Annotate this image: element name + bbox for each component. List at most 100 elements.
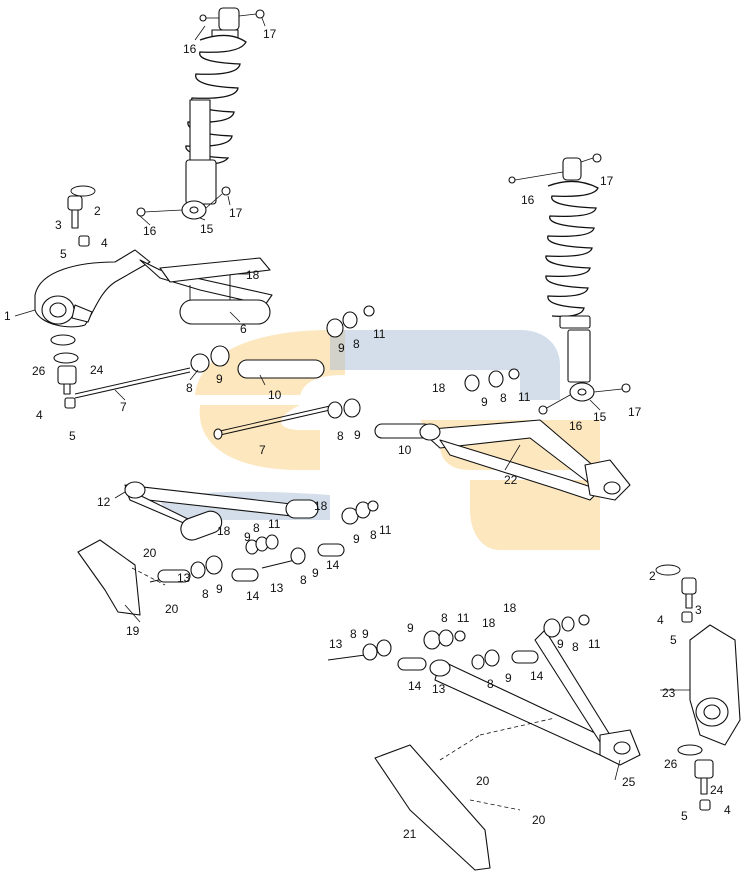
callout-20c: 20	[476, 774, 490, 788]
callout-24a: 24	[90, 363, 104, 377]
callout-17d: 17	[628, 405, 642, 419]
callout-8k: 8	[572, 640, 579, 654]
callout-18b: 18	[432, 381, 446, 395]
upper-a-arm	[139, 257, 273, 325]
callout-11c: 11	[379, 523, 392, 537]
callout-6: 6	[240, 322, 247, 336]
callout-8d: 8	[337, 429, 344, 443]
callout-8e: 8	[370, 528, 377, 542]
callout-3a: 3	[55, 218, 62, 232]
callout-4b: 4	[36, 408, 43, 422]
callout-16b: 16	[143, 224, 157, 238]
callout-18a: 18	[246, 268, 260, 282]
callout-9l: 9	[505, 671, 512, 685]
callout-20a: 20	[143, 546, 157, 560]
callout-15b: 15	[593, 410, 607, 424]
callout-4a: 4	[101, 236, 108, 250]
callout-8j: 8	[350, 627, 357, 641]
callout-17c: 17	[600, 174, 614, 188]
callout-8g: 8	[300, 573, 307, 587]
callout-7a: 7	[120, 400, 127, 414]
callout-3b: 3	[695, 603, 702, 617]
callout-22: 22	[504, 473, 518, 487]
leader-lines	[14, 17, 690, 781]
callout-9k: 9	[557, 637, 564, 651]
callout-17a: 17	[263, 27, 277, 41]
callout-5d: 5	[681, 809, 688, 823]
callout-7b: 7	[259, 443, 266, 457]
callout-10a: 10	[268, 388, 282, 402]
lower-a-arm-25	[327, 614, 641, 766]
callout-9i: 9	[407, 621, 414, 635]
callout-18e: 18	[503, 601, 517, 615]
callout-18f: 18	[482, 616, 496, 630]
callout-4d: 4	[724, 803, 731, 817]
callout-11d: 11	[268, 517, 281, 531]
callout-4c: 4	[657, 613, 664, 627]
callout-11b: 11	[518, 390, 531, 404]
callout-13a: 13	[270, 581, 284, 595]
callout-9c: 9	[481, 395, 488, 409]
callout-9d: 9	[354, 428, 361, 442]
lower-a-arm-12	[124, 481, 379, 541]
callout-11a: 11	[373, 327, 386, 341]
callout-26b: 26	[664, 757, 678, 771]
callout-11e: 11	[457, 611, 470, 625]
upper-arm-bolts	[74, 305, 432, 440]
callout-5b: 5	[69, 429, 76, 443]
callout-9j: 9	[362, 627, 369, 641]
callout-14b: 14	[246, 589, 260, 603]
callout-11f: 11	[588, 637, 601, 651]
callout-16d: 16	[569, 419, 583, 433]
callout-9f: 9	[244, 530, 251, 544]
callout-13b: 13	[329, 637, 343, 651]
callout-8i: 8	[441, 611, 448, 625]
callout-5c: 5	[670, 633, 677, 647]
callout-8c: 8	[500, 391, 507, 405]
lower-bushings-left	[149, 534, 345, 583]
callout-8b: 8	[186, 381, 193, 395]
callout-labels: 17 16 17 16 15 2 3 4 5 18 1 6 9 8 11 26 …	[4, 27, 731, 841]
front-shock-absorber-right	[508, 153, 631, 415]
callout-20b: 20	[165, 602, 179, 616]
callout-8h: 8	[202, 587, 209, 601]
callout-8a: 8	[353, 337, 360, 351]
callout-26a: 26	[32, 364, 46, 378]
callout-1: 1	[4, 309, 11, 323]
callout-8l: 8	[487, 677, 494, 691]
a-arm-22	[419, 368, 631, 501]
callout-16c: 16	[521, 193, 535, 207]
callout-18d: 18	[217, 524, 231, 538]
steering-knuckle-left	[34, 185, 151, 409]
callout-14d: 14	[408, 679, 422, 693]
callout-5a: 5	[60, 247, 67, 261]
callout-2b: 2	[649, 569, 656, 583]
callout-23: 23	[662, 686, 676, 700]
callout-14a: 14	[326, 558, 340, 572]
callout-9h: 9	[216, 582, 223, 596]
callout-14c: 14	[530, 669, 544, 683]
callout-18c: 18	[314, 499, 328, 513]
callout-9g: 9	[312, 566, 319, 580]
callout-9a: 9	[338, 341, 345, 355]
callout-12: 12	[97, 495, 111, 509]
callout-13c: 13	[432, 682, 446, 696]
callout-9b: 9	[216, 372, 223, 386]
callout-2a: 2	[94, 204, 101, 218]
callout-19: 19	[126, 624, 140, 638]
front-shock-absorber-left	[136, 7, 265, 220]
callout-13-left: 13	[177, 571, 191, 585]
callout-17b: 17	[229, 206, 243, 220]
callout-24b: 24	[710, 783, 724, 797]
callout-9e: 9	[353, 532, 360, 546]
callout-15a: 15	[200, 222, 214, 236]
skid-plate-19	[77, 539, 166, 616]
skid-plate-21	[374, 717, 556, 871]
callout-21: 21	[403, 827, 417, 841]
callout-8f: 8	[253, 521, 260, 535]
callout-10b: 10	[398, 443, 412, 457]
callout-16a: 16	[183, 42, 197, 56]
callout-20d: 20	[532, 813, 546, 827]
steering-knuckle-right	[655, 564, 741, 811]
